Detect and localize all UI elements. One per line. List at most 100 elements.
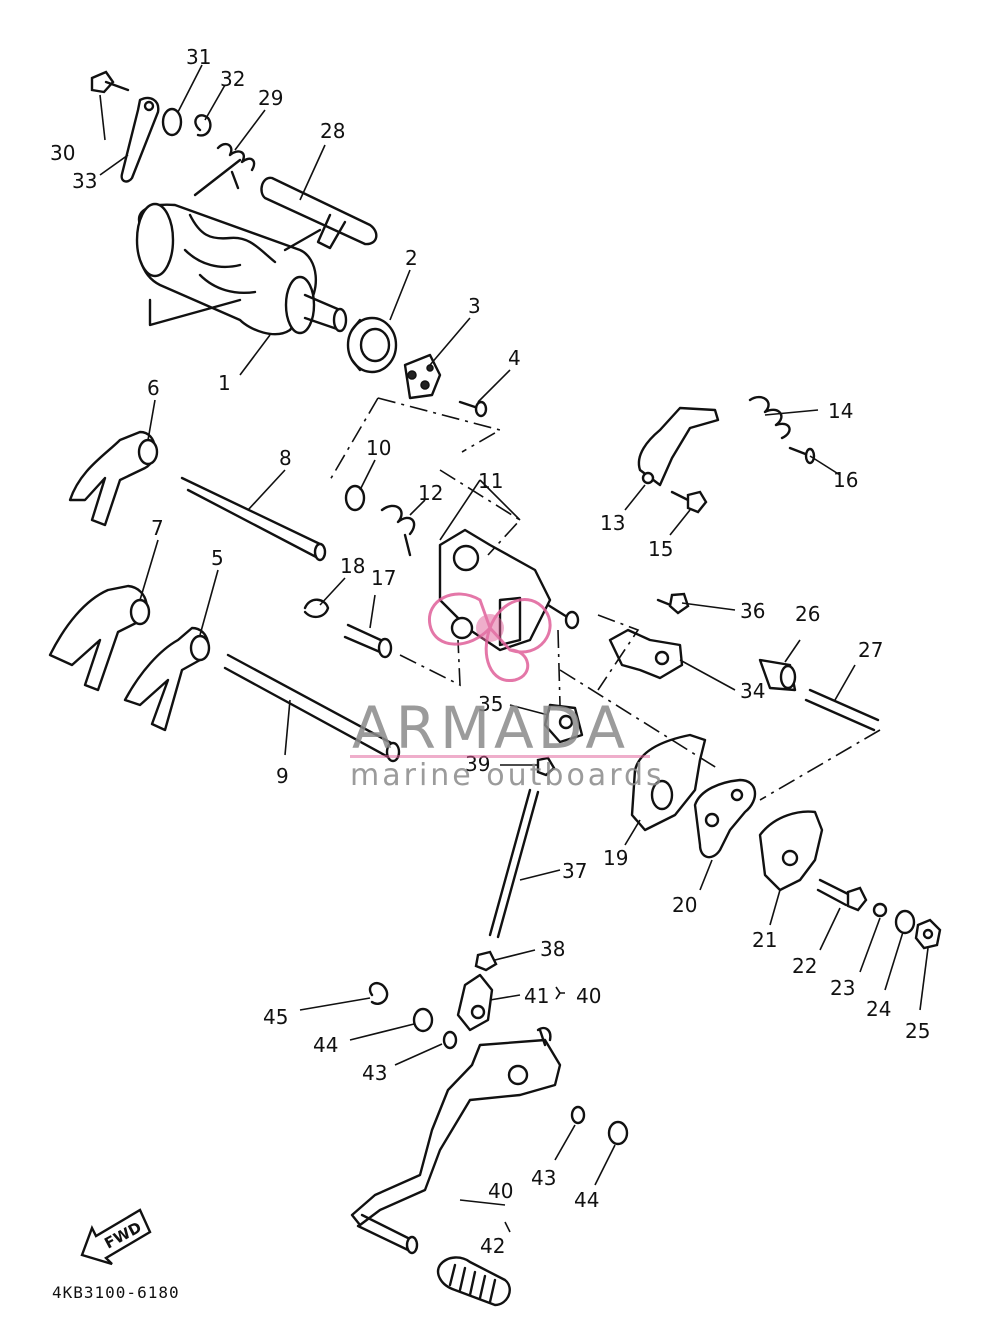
bolt-36 — [656, 592, 690, 615]
callout-23: 23 — [830, 976, 855, 1000]
screw-4 — [458, 400, 488, 418]
callout-32: 32 — [220, 67, 245, 91]
washer-44-lower — [607, 1120, 629, 1146]
callout-5: 5 — [211, 546, 224, 570]
bearing — [346, 316, 398, 374]
stud-17 — [343, 623, 393, 659]
leader-lines — [99, 64, 929, 1233]
circlip-32 — [194, 114, 212, 137]
callout-16: 16 — [833, 468, 858, 492]
shift-drum-stopper — [403, 353, 442, 400]
callout-26: 26 — [795, 602, 820, 626]
callout-22: 22 — [792, 954, 817, 978]
callout-35: 35 — [478, 692, 503, 716]
washer-44-upper — [412, 1007, 434, 1033]
callout-43-upper: 43 — [362, 1061, 387, 1085]
nut-38 — [474, 950, 498, 972]
callout-40-top: 40 — [576, 984, 601, 1008]
callout-37: 37 — [562, 859, 587, 883]
lever-33 — [120, 96, 160, 183]
callout-2: 2 — [405, 246, 418, 270]
shift-fork-6 — [68, 430, 159, 527]
callout-11: 11 — [478, 469, 503, 493]
callout-labels: 1 2 3 4 5 6 7 8 9 10 11 12 13 14 15 16 1… — [50, 45, 930, 1258]
plate-20 — [693, 778, 757, 859]
callout-36: 36 — [740, 599, 765, 623]
washer-10 — [344, 484, 366, 512]
callout-28: 28 — [320, 119, 345, 143]
shift-cam-21 — [758, 810, 824, 892]
clip-18 — [303, 598, 330, 619]
callout-42: 42 — [480, 1234, 505, 1258]
callout-30: 30 — [50, 141, 75, 165]
watermark-logo-icon — [428, 592, 552, 682]
bolt-30 — [90, 70, 130, 94]
segment-shaft — [260, 176, 378, 250]
circlip-45 — [368, 981, 389, 1005]
callout-41: 41 — [524, 984, 549, 1008]
callout-27: 27 — [858, 638, 883, 662]
bolt-22 — [816, 878, 868, 912]
callout-15: 15 — [648, 537, 673, 561]
callout-14: 14 — [828, 399, 853, 423]
shift-fork-7 — [48, 584, 151, 692]
fwd-arrow-icon: FWD — [80, 1208, 152, 1266]
stopper-lever-34 — [608, 628, 684, 680]
shift-fork-5 — [123, 626, 211, 732]
bolt-15 — [670, 490, 708, 514]
pin-27 — [804, 688, 880, 732]
spring-29 — [216, 142, 256, 190]
rod-end-41 — [456, 973, 494, 1032]
callout-1: 1 — [218, 371, 231, 395]
callout-29: 29 — [258, 86, 283, 110]
nut-25 — [914, 918, 942, 950]
callout-7: 7 — [151, 516, 164, 540]
callout-6: 6 — [147, 376, 160, 400]
spacer-43-upper — [442, 1030, 458, 1050]
callout-19: 19 — [603, 846, 628, 870]
callout-3: 3 — [468, 294, 481, 318]
shift-rod-37 — [488, 788, 540, 939]
callout-12: 12 — [418, 481, 443, 505]
spring-14 — [748, 395, 791, 440]
callout-13: 13 — [600, 511, 625, 535]
watermark: ARMADA marine outboards — [350, 592, 665, 793]
callout-25: 25 — [905, 1019, 930, 1043]
callout-44-upper: 44 — [313, 1033, 338, 1057]
callout-44-lower: 44 — [574, 1188, 599, 1212]
callout-24: 24 — [866, 997, 891, 1021]
callout-40-bottom: 40 — [488, 1179, 513, 1203]
callout-17: 17 — [371, 566, 396, 590]
watermark-tagline: marine outboards — [350, 758, 665, 793]
washer-24 — [894, 909, 916, 935]
callout-33: 33 — [72, 169, 97, 193]
shift-drum — [135, 158, 348, 336]
watermark-brand: ARMADA — [352, 694, 629, 762]
nut-39 — [536, 756, 556, 777]
guide-bar-8 — [180, 476, 327, 562]
spacer-23 — [872, 902, 888, 918]
washer-31 — [161, 107, 183, 137]
joint-35 — [543, 703, 584, 744]
spring-12 — [380, 504, 416, 557]
callout-31: 31 — [186, 45, 211, 69]
callout-20: 20 — [672, 893, 697, 917]
callout-10: 10 — [366, 436, 391, 460]
callout-21: 21 — [752, 928, 777, 952]
callout-38: 38 — [540, 937, 565, 961]
callout-8: 8 — [279, 446, 292, 470]
collar-26 — [758, 658, 797, 692]
callout-43-lower: 43 — [531, 1166, 556, 1190]
callout-34: 34 — [740, 679, 765, 703]
callout-4: 4 — [508, 346, 521, 370]
callout-18: 18 — [340, 554, 365, 578]
spacer-43-lower — [570, 1105, 586, 1125]
shift-pedal-42 — [350, 1026, 562, 1307]
alignment-lines — [329, 397, 881, 801]
callout-45: 45 — [263, 1005, 288, 1029]
shift-arm-13 — [637, 406, 720, 487]
callout-9: 9 — [276, 764, 289, 788]
part-code: 4KB3100-6180 — [52, 1283, 180, 1302]
shift-guide-19 — [630, 733, 707, 832]
